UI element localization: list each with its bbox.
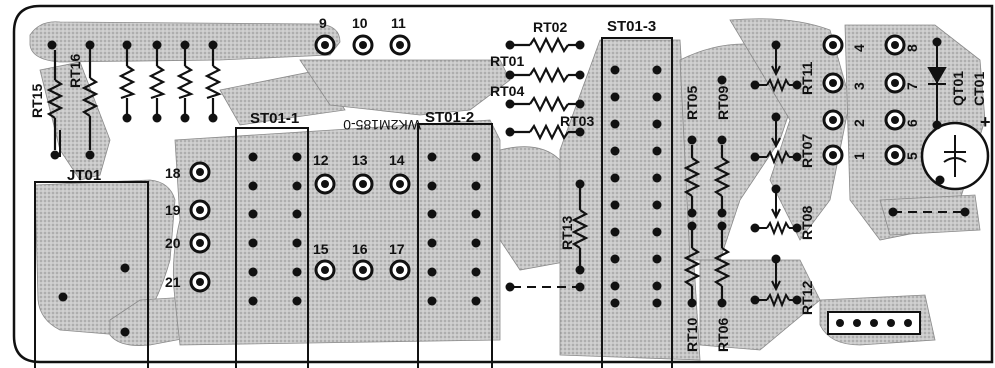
label-rt07: RT07 bbox=[799, 134, 815, 168]
label-rt09: RT09 bbox=[715, 86, 731, 120]
label-6: 6 bbox=[904, 119, 920, 127]
copper-traces bbox=[29, 18, 986, 361]
label-13: 13 bbox=[352, 152, 368, 168]
label-2: 2 bbox=[851, 119, 867, 127]
label-qt01: QT01 bbox=[950, 71, 966, 106]
label-1: 1 bbox=[851, 152, 867, 160]
label-rt03: RT03 bbox=[560, 113, 594, 129]
label-8: 8 bbox=[904, 44, 920, 52]
label-12: 12 bbox=[313, 152, 329, 168]
label-14: 14 bbox=[389, 152, 405, 168]
label-16: 16 bbox=[352, 241, 368, 257]
label-7: 7 bbox=[904, 82, 920, 90]
label-rt04: RT04 bbox=[490, 83, 524, 99]
label-3: 3 bbox=[851, 82, 867, 90]
label-mirrored-code: WK2M185-0 bbox=[343, 117, 421, 133]
eyelet-centers bbox=[196, 41, 899, 286]
label-11: 11 bbox=[391, 15, 406, 31]
label-4: 4 bbox=[851, 44, 867, 52]
trimmer-pots bbox=[758, 48, 795, 308]
label-9: 9 bbox=[319, 15, 327, 31]
label-rt02: RT02 bbox=[533, 19, 567, 35]
label-jt01: JT01 bbox=[67, 167, 101, 184]
label-18: 18 bbox=[165, 165, 181, 181]
label-rt06: RT06 bbox=[715, 318, 731, 352]
label-st01-1: ST01-1 bbox=[250, 110, 299, 127]
label-st01-3: ST01-3 bbox=[607, 18, 656, 35]
label-21: 21 bbox=[165, 274, 181, 290]
label-rt11: RT11 bbox=[799, 61, 815, 95]
capacitor-ct01 bbox=[920, 121, 990, 191]
st01-1-outline bbox=[235, 127, 309, 368]
diode-qt01 bbox=[927, 67, 947, 85]
diagram-labels: ST01-1 ST01-2 ST01-3 JT01 WK2M185-0 RT15… bbox=[29, 15, 991, 352]
label-20: 20 bbox=[165, 235, 181, 251]
label-5: 5 bbox=[904, 152, 920, 160]
label-ct01: CT01 bbox=[971, 72, 987, 106]
board-outline bbox=[12, 4, 994, 364]
label-st01-2: ST01-2 bbox=[425, 109, 474, 126]
label-rt12: RT12 bbox=[799, 281, 815, 315]
label-15: 15 bbox=[313, 241, 329, 257]
label-17: 17 bbox=[389, 241, 405, 257]
label-19: 19 bbox=[165, 202, 181, 218]
st01-3-outline bbox=[601, 37, 673, 368]
label-10: 10 bbox=[352, 15, 368, 31]
jt01-outline bbox=[34, 181, 149, 368]
label-rt16: RT16 bbox=[67, 54, 83, 88]
st01-2-outline bbox=[417, 123, 493, 368]
label-rt10: RT10 bbox=[684, 318, 700, 352]
label-plus: + bbox=[980, 112, 991, 132]
label-rt05: RT05 bbox=[684, 86, 700, 120]
label-rt13: RT13 bbox=[559, 216, 575, 250]
solder-holes bbox=[47, 37, 970, 337]
label-rt01: RT01 bbox=[490, 53, 524, 69]
label-rt15: RT15 bbox=[29, 84, 45, 118]
label-rt08: RT08 bbox=[799, 206, 815, 240]
